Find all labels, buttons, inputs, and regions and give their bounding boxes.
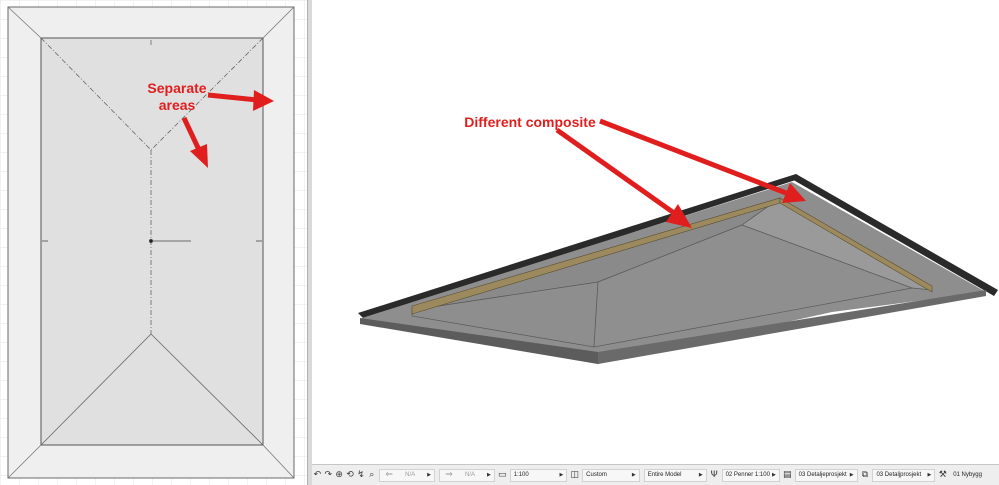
layer-combination-value: Custom: [586, 472, 607, 478]
renovation-filter-value: 01 Nybygg: [953, 472, 982, 478]
roof-plan-drawing: [0, 0, 307, 485]
inner-panel-centre: [593, 224, 914, 348]
dimension-icon: ⧉: [861, 470, 869, 480]
model-view-option-field[interactable]: 03 Detaljeprosjekt ▶: [794, 468, 858, 482]
model-view-option-icon: ▤: [782, 470, 792, 480]
roof-edge-right: [790, 174, 998, 296]
roof-edge-left: [358, 174, 802, 319]
pen-set-field[interactable]: 02 Penner 1:100 ▶: [721, 468, 780, 482]
model-view-value: Entire Model: [647, 472, 682, 478]
nav-next-value: N/A: [464, 472, 475, 478]
arrow-left-icon: ⇐: [385, 470, 393, 480]
roof-fascia-left: [360, 318, 598, 364]
zoom-icon[interactable]: ⊕: [335, 470, 343, 480]
annotation-arrows-right: [555, 118, 806, 228]
model-view-field[interactable]: Entire Model ▶: [643, 468, 707, 482]
scale-icon: ▭: [498, 470, 507, 480]
eave-corner-lines: [7, 6, 295, 479]
dropdown-arrow-icon: ▶: [927, 472, 932, 478]
layer-combination-field[interactable]: Custom ▶: [582, 468, 640, 482]
composite-strip-right: [779, 197, 933, 293]
dimension-standard-value: 03 Detaljprosjekt: [876, 472, 922, 478]
pen-icon: Ψ: [710, 470, 718, 480]
nav-next-field[interactable]: ⇒ N/A ▶: [439, 468, 495, 482]
zoom-fit-icon[interactable]: ⌕: [369, 470, 375, 480]
scale-field[interactable]: 1:100 ▶: [509, 468, 568, 482]
layer-icon: ◫: [570, 470, 579, 480]
dropdown-arrow-icon: ▶: [559, 472, 564, 478]
dropdown-arrow-icon: ▶: [631, 472, 636, 478]
dropdown-arrow-icon: ▶: [771, 472, 776, 478]
floor-plan-view[interactable]: Separate areas: [0, 0, 308, 485]
roof-fascia-right: [598, 290, 986, 364]
dropdown-arrow-icon: ▶: [849, 472, 854, 478]
nav-prev-value: N/A: [405, 472, 416, 478]
redo-icon[interactable]: ↷: [324, 470, 333, 480]
dimension-standard-field[interactable]: 03 Detaljprosjekt ▶: [872, 468, 936, 482]
renovation-icon: ⚒: [938, 470, 947, 480]
hip-lines-bottom: [40, 333, 264, 446]
3d-view[interactable]: Different composite: [312, 0, 999, 464]
centre-mark: [42, 238, 262, 243]
roof-3d-model: [358, 118, 998, 364]
dropdown-arrow-icon: ▶: [486, 472, 491, 478]
dropdown-arrow-icon: ▶: [427, 472, 431, 478]
dropdown-arrow-icon: ▶: [698, 472, 703, 478]
walk-icon[interactable]: ↯: [357, 470, 365, 480]
annotation-separate-areas: Separate areas: [147, 80, 207, 113]
nav-prev-field[interactable]: ⇐ N/A ▶: [379, 468, 435, 482]
arrow-right-icon: ⇒: [445, 470, 453, 480]
annotation-different-composite: Different composite: [464, 114, 596, 130]
orbit-icon[interactable]: ⟲: [346, 470, 354, 480]
model-view-option-value: 03 Detaljeprosjekt: [798, 472, 847, 478]
renovation-filter-field[interactable]: 01 Nybygg: [950, 469, 997, 482]
scale-value: 1:100: [513, 472, 529, 478]
status-bar: ↶ ↷ ⊕ ⟲ ↯ ⌕ ⇐ N/A ▶ ⇒ N/A ▶ ▭ 1:100 ▶ ◫ …: [312, 464, 999, 485]
annotation-arrows-left: [181, 90, 274, 168]
undo-icon[interactable]: ↶: [313, 470, 322, 480]
pen-set-value: 02 Penner 1:100: [725, 472, 770, 478]
